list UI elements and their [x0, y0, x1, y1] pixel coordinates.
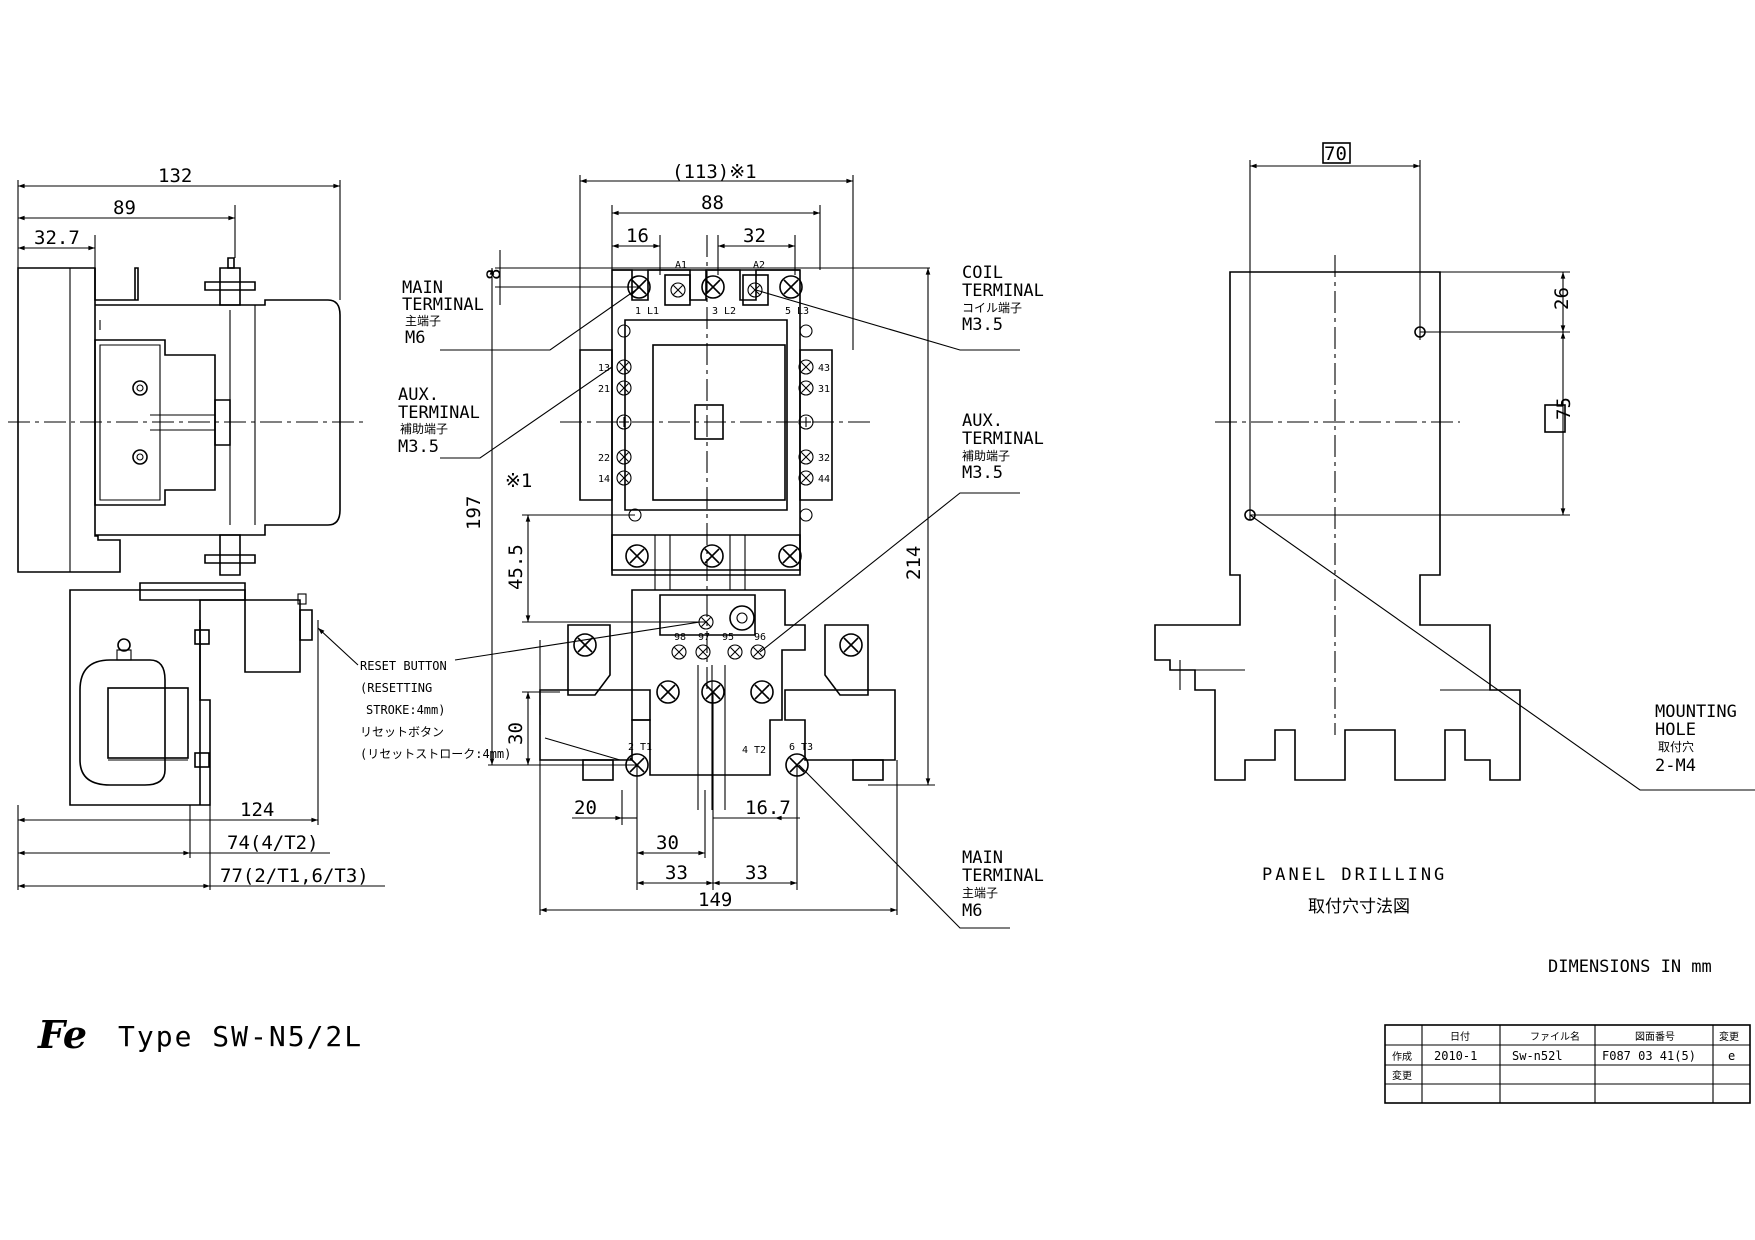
- mark-22: 22: [598, 453, 610, 464]
- dim-16: 16: [626, 225, 649, 247]
- dim-149: 149: [698, 889, 732, 911]
- mark-t1: 2 T1: [628, 742, 652, 753]
- panel-drilling-title: PANEL DRILLING: [1262, 865, 1447, 885]
- mark-t2: 4 T2: [742, 745, 766, 756]
- mark-31: 31: [818, 384, 830, 395]
- dim-33-left: 33: [665, 862, 688, 884]
- mark-21: 21: [598, 384, 610, 395]
- aux-terminal-right-line3: 補助端子: [962, 449, 1010, 463]
- reset-button-label: RESET BUTTON: [360, 659, 447, 673]
- header-date: 日付: [1450, 1030, 1470, 1043]
- dim-74: 74(4/T2): [227, 832, 319, 854]
- mark-t3: 6 T3: [789, 742, 813, 753]
- front-view-labels: MAIN TERMINAL 主端子 M6 AUX. TERMINAL 補助端子 …: [398, 260, 1044, 921]
- dim-45-5: 45.5: [505, 544, 527, 590]
- mark-l1: 1 L1: [635, 306, 659, 317]
- mark-l3: 5 L3: [785, 306, 809, 317]
- mark-95: 95: [722, 632, 734, 643]
- main-terminal-top-line3: 主端子: [405, 314, 441, 328]
- units-note: DIMENSIONS IN mm: [1548, 957, 1712, 977]
- reset-label-3: STROKE:4mm): [366, 703, 445, 717]
- reset-label-5: (リセットストローク:4mm): [360, 747, 511, 761]
- coil-terminal-line4: M3.5: [962, 315, 1003, 335]
- mark-32: 32: [818, 453, 830, 464]
- header-file: ファイル名: [1530, 1030, 1580, 1043]
- coil-terminal-line2: TERMINAL: [962, 281, 1044, 301]
- fe-logo-text: Fe: [37, 1012, 87, 1057]
- main-terminal-bottom-line1: MAIN: [962, 848, 1003, 868]
- reset-label-2: (RESETTING: [360, 681, 432, 695]
- mark-13: 13: [598, 363, 610, 374]
- mark-44: 44: [818, 474, 830, 485]
- main-terminal-top-line4: M6: [405, 328, 425, 348]
- dim-26: 26: [1551, 287, 1573, 310]
- mark-l2: 3 L2: [712, 306, 736, 317]
- dim-89: 89: [113, 197, 136, 219]
- dim-77: 77(2/T1,6/T3): [220, 865, 369, 887]
- dim-124: 124: [240, 799, 274, 821]
- mark-14: 14: [598, 474, 610, 485]
- note-1: ※1: [505, 470, 532, 492]
- dim-8: 8: [483, 269, 505, 280]
- side-view-dimensions: 132 89 32.7 124 74(4/T2) 77(2/T1,6/T3) R…: [17, 165, 511, 890]
- coil-terminal-line3: コイル端子: [962, 301, 1022, 315]
- header-drawing-no: 図面番号: [1635, 1031, 1675, 1043]
- aux-terminal-left-line1: AUX.: [398, 385, 439, 405]
- main-terminal-top-line2: TERMINAL: [402, 295, 484, 315]
- row-change-label: 変更: [1392, 1069, 1412, 1082]
- dim-132: 132: [158, 165, 192, 187]
- mark-43: 43: [818, 363, 830, 374]
- front-view-dimensions: (113)※1 88 16 32 8 197 214 45.5 30 149: [440, 161, 1020, 929]
- footer: DIMENSIONS IN mm Fe Type SW-N5/2L 日付 ファイ…: [37, 957, 1751, 1104]
- mounting-hole-line2: HOLE: [1655, 720, 1696, 740]
- aux-terminal-right-line1: AUX.: [962, 411, 1003, 431]
- mark-a1: A1: [675, 260, 687, 271]
- title-block: 日付 ファイル名 図面番号 変更 作成 2010-1 Sw-n52l F087 …: [1384, 1024, 1751, 1104]
- mark-96: 96: [754, 632, 766, 643]
- aux-terminal-right-line2: TERMINAL: [962, 429, 1044, 449]
- type-label: Type SW-N5/2L: [118, 1020, 363, 1053]
- mounting-hole-line3: 取付穴: [1658, 739, 1694, 754]
- dim-20: 20: [574, 797, 597, 819]
- main-terminal-bottom-line2: TERMINAL: [962, 866, 1044, 886]
- aux-terminal-left-line2: TERMINAL: [398, 403, 480, 423]
- main-terminal-bottom-line4: M6: [962, 901, 982, 921]
- mark-98: 98: [674, 632, 686, 643]
- dim-32: 32: [743, 225, 766, 247]
- mark-a2: A2: [753, 260, 765, 271]
- front-view: [539, 235, 896, 810]
- mounting-hole-line1: MOUNTING: [1655, 702, 1737, 722]
- dim-214: 214: [903, 546, 925, 580]
- mounting-hole-line4: 2-M4: [1655, 756, 1696, 776]
- row-made-date: 2010-1: [1434, 1049, 1477, 1063]
- dim-70: 70: [1324, 143, 1347, 165]
- panel-drilling-title-jp: 取付穴寸法図: [1308, 897, 1410, 917]
- side-view: [8, 257, 365, 806]
- mark-97: 97: [698, 632, 710, 643]
- dim-16-7: 16.7: [745, 797, 791, 819]
- aux-terminal-left-line3: 補助端子: [400, 422, 448, 436]
- dim-75: 75: [1553, 397, 1575, 420]
- header-change: 変更: [1719, 1030, 1739, 1043]
- dim-30-vertical: 30: [505, 722, 527, 745]
- row-made-file: Sw-n52l: [1512, 1049, 1563, 1063]
- row-made-change: e: [1728, 1049, 1735, 1063]
- main-terminal-bottom-line3: 主端子: [962, 886, 998, 900]
- dim-197: 197: [463, 496, 485, 530]
- row-made-label: 作成: [1392, 1051, 1412, 1063]
- aux-terminal-left-line4: M3.5: [398, 437, 439, 457]
- reset-label-4: リセットボタン: [360, 725, 444, 739]
- row-made-drawing-no: F087 03 41(5): [1602, 1049, 1696, 1063]
- main-terminal-top-line1: MAIN: [402, 278, 443, 298]
- dim-30-horizontal: 30: [656, 832, 679, 854]
- aux-terminal-right-line4: M3.5: [962, 463, 1003, 483]
- dim-88: 88: [701, 192, 724, 214]
- dim-113: (113)※1: [672, 161, 757, 183]
- dim-33-right: 33: [745, 862, 768, 884]
- fe-logo: Fe: [37, 1012, 87, 1057]
- coil-terminal-line1: COIL: [962, 263, 1003, 283]
- dim-32-7: 32.7: [34, 227, 80, 249]
- panel-drilling-view: 70 26 75 MOUNTING HOLE 取付穴 2-M4 PANEL DR…: [1154, 142, 1755, 917]
